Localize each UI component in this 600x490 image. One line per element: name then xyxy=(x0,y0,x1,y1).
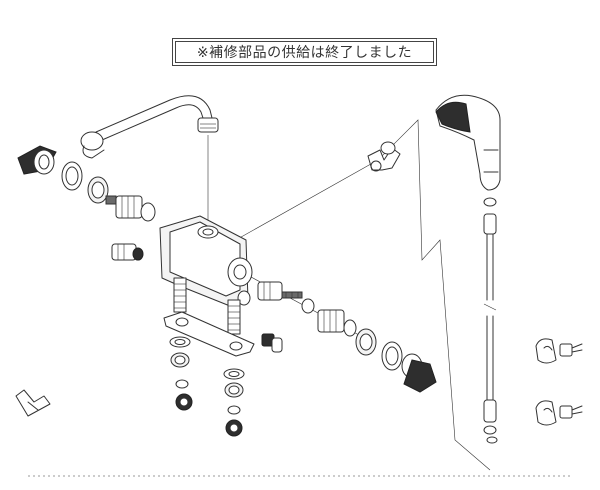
elbow-fitting xyxy=(367,141,401,172)
washer-right-2 xyxy=(227,405,241,415)
left-nut xyxy=(87,176,109,204)
shower-hanger-bottom xyxy=(535,400,583,426)
left-cartridge xyxy=(105,195,156,222)
drain-plug xyxy=(261,333,283,353)
nut-left xyxy=(170,352,190,368)
nut-right xyxy=(224,382,244,398)
leader-lines xyxy=(207,119,491,471)
right-nut xyxy=(355,328,377,356)
base-plate xyxy=(163,311,255,357)
right-cartridge xyxy=(257,281,315,314)
washer-right-1 xyxy=(223,368,245,380)
threaded-leg-right xyxy=(227,299,241,335)
washer-left-2 xyxy=(175,379,189,389)
washer-left-1 xyxy=(169,336,191,348)
right-valve xyxy=(317,309,357,337)
right-handle xyxy=(401,353,437,393)
left-ring xyxy=(61,161,83,191)
shower-hose xyxy=(483,197,498,444)
fitting-nut-right xyxy=(225,419,243,437)
threaded-leg-left xyxy=(173,277,187,313)
fitting-nut-left xyxy=(175,393,193,411)
shower-head xyxy=(435,94,501,191)
right-ring xyxy=(381,341,403,371)
discontinued-notice-text: ※補修部品の供給は終了しました xyxy=(175,41,434,63)
spout-pipe xyxy=(80,95,219,159)
handle-key-tool xyxy=(15,389,51,417)
check-valve-left xyxy=(111,243,144,261)
shower-hanger-top xyxy=(535,338,583,364)
left-handle xyxy=(17,145,57,175)
discontinued-notice-box: ※補修部品の供給は終了しました xyxy=(172,38,437,66)
